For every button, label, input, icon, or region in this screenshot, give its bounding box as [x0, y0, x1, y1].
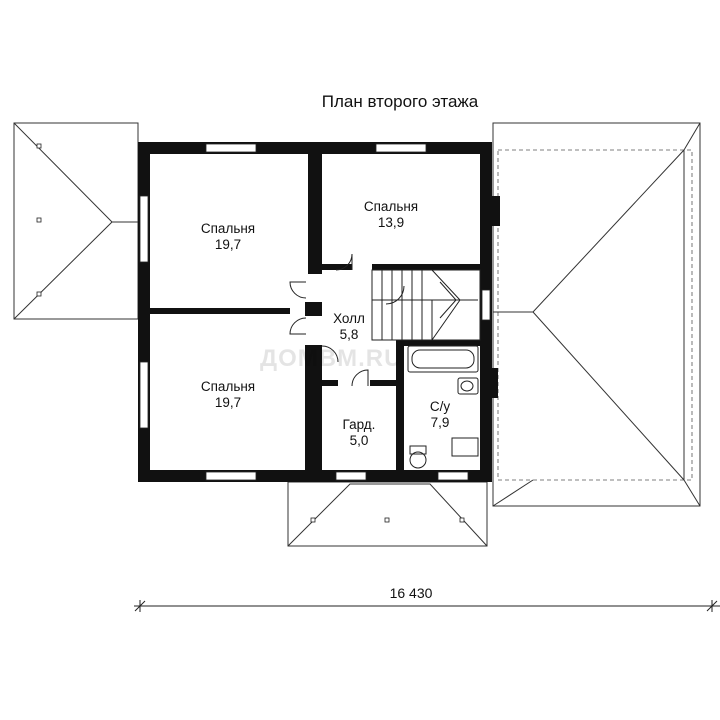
windows — [139, 143, 491, 481]
left-roof — [13, 122, 139, 320]
room-area: 19,7 — [215, 237, 241, 252]
room-name: Гард. — [343, 417, 376, 432]
doors — [289, 253, 405, 387]
room-name: Холл — [333, 311, 365, 326]
room-name: Спальня — [364, 199, 418, 214]
room-area: 13,9 — [378, 215, 404, 230]
bathroom-fixtures — [407, 345, 479, 469]
staircase — [371, 269, 481, 341]
porch-roof — [287, 481, 488, 547]
room-name: Спальня — [201, 221, 255, 236]
dimension-line: 16 430 — [134, 585, 720, 612]
room-name: Спальня — [201, 379, 255, 394]
room-area: 5,8 — [340, 327, 359, 342]
watermark: ДОМВМ.RU — [260, 345, 402, 372]
room-labels: Спальня 19,7 Спальня 13,9 Холл 5,8 Спаль… — [201, 199, 451, 448]
room-area: 19,7 — [215, 395, 241, 410]
room-name: С/у — [430, 399, 451, 414]
right-roof — [492, 122, 701, 507]
dimension-value: 16 430 — [390, 585, 433, 601]
plan-title: План второго этажа — [322, 92, 479, 111]
room-area: 5,0 — [350, 433, 369, 448]
interior-walls — [150, 154, 480, 470]
room-area: 7,9 — [431, 415, 450, 430]
